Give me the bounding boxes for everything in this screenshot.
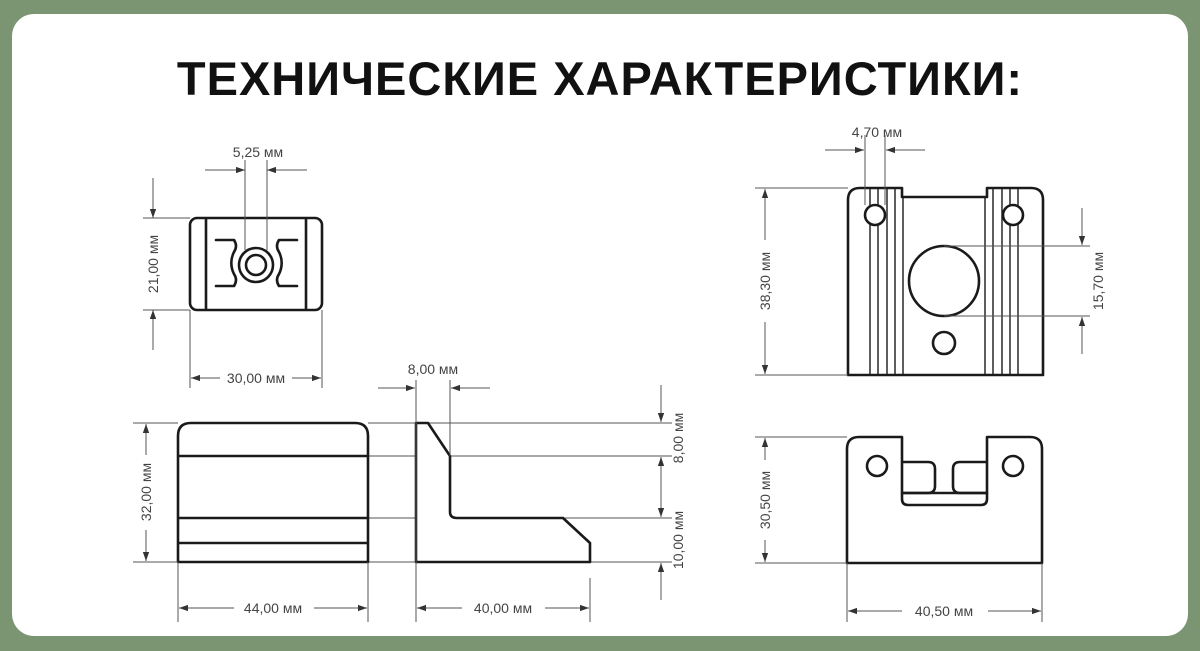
- back-view: 4,70 мм 38,30 мм 15,70 мм: [755, 124, 1106, 377]
- dim-side-base: 10,00 мм: [670, 511, 686, 569]
- dim-side-depth: 40,00 мм: [474, 600, 532, 616]
- dim-front-width: 44,00 мм: [244, 600, 302, 616]
- dim-side-wall: 8,00 мм: [408, 361, 458, 377]
- dim-front-height: 32,00 мм: [138, 463, 154, 521]
- bottom-view: 30,50 мм 40,50 мм: [755, 435, 1044, 622]
- dim-back-rib: 4,70 мм: [852, 124, 902, 140]
- dim-top-width: 30,00 мм: [227, 370, 285, 386]
- dim-side-top-step: 8,00 мм: [670, 413, 686, 463]
- dim-back-height: 38,30 мм: [757, 252, 773, 310]
- dim-slot-width: 5,25 мм: [233, 144, 283, 160]
- dim-bottom-width: 40,50 мм: [915, 603, 973, 619]
- front-view: 32,00 мм 44,00 мм: [133, 421, 370, 622]
- dim-top-height: 21,00 мм: [145, 235, 161, 293]
- top-view: 5,25 мм 21,00 мм 30,00 мм: [143, 144, 324, 388]
- dim-bottom-height: 30,50 мм: [757, 471, 773, 529]
- side-view: 8,00 мм 40,00 мм 8,00 мм 10,00 мм: [378, 361, 686, 622]
- dim-back-hole: 15,70 мм: [1090, 252, 1106, 310]
- page-title: ТЕХНИЧЕСКИЕ ХАРАКТЕРИСТИКИ:: [177, 52, 1023, 105]
- spec-card: [12, 14, 1188, 636]
